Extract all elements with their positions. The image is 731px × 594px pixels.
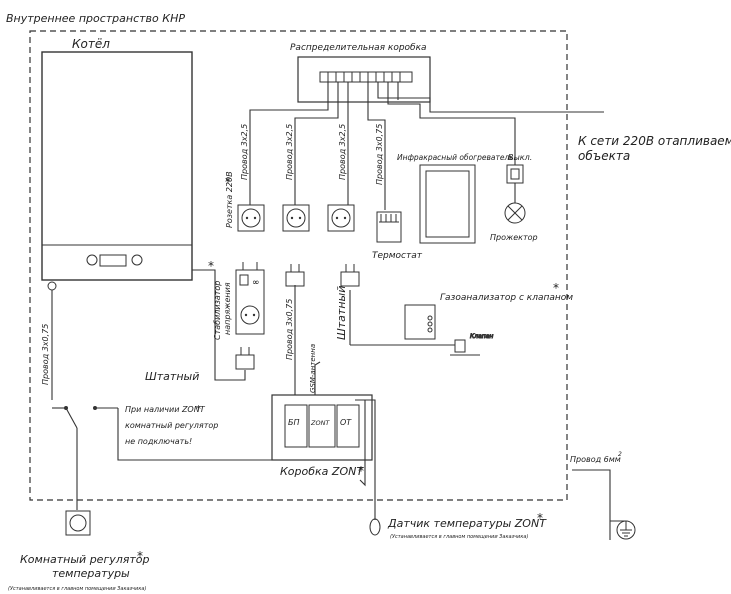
socket-3 [327,204,355,232]
zont-zont: ZONT [310,419,330,427]
note-line3: не подключать! [125,437,192,446]
room-regulator-asterisk: * [137,549,143,563]
stabilizer-label-1: Стабилизатор [213,281,222,340]
switch: Выкл. [506,153,532,184]
junction-box: Распределительная коробка [290,43,431,103]
standard-label-2: Штатный [335,286,348,340]
valve: Клапан [415,333,494,356]
note-line1: При наличии ZONT [125,405,206,414]
note-line2: комнатный регулятор [125,421,218,430]
standard-label-1: Штатный [145,370,199,383]
gsm-antenna-label: GSM-антенна [309,344,317,393]
room-regulator-line2: температуры [52,567,130,580]
thermostat: Термостат [372,211,423,261]
temperature-sensor: Датчик температуры ZONT * (Устанавливает… [369,511,547,540]
mains-label-line1: К сети 220В отапливаемого [578,134,731,148]
temp-sensor-sub: (Устанавливается в главном помещении Зак… [390,534,528,540]
zont-ot: ОТ [340,418,352,427]
socket-220-asterisk: * [225,175,231,189]
stabilizer-label-2: напряжения [223,282,232,335]
spotlight-label: Прожектор [490,233,538,242]
temp-sensor-asterisk: * [537,511,543,525]
wire-label-3: Провод 3х2,5 [338,124,347,180]
zont-box: БП ZONT ОТ Коробка ZONT * [271,394,373,478]
ir-heater: Инфракрасный обогреватель [397,153,514,244]
boiler-label: Котёл [72,37,110,51]
ground-wire-label: Провод 6мм [570,455,621,464]
plugs [235,264,360,370]
mains-label-line2: объекта [578,149,630,163]
room-regulator-line1: Комнатный регулятор [20,553,150,566]
boiler: Котёл [41,37,193,281]
wire-label-6: Провод 3х0,75 [41,324,50,385]
socket-220-label: Розетка 220В [225,171,234,228]
room-regulator: Комнатный регулятор * температуры (Устан… [8,510,150,592]
room-regulator-sub: (Устанавливается в главном помещении Зак… [8,586,146,592]
zont-bp: БП [288,418,300,427]
svg-text:∞: ∞ [252,278,260,288]
wire-label-1: Провод 3х2,5 [240,124,249,180]
valve-label: Клапан [470,333,493,340]
thermostat-label: Термостат [372,251,423,261]
voltage-stabilizer: ∞ [235,262,265,335]
building-boundary [29,30,568,501]
spotlight: Прожектор [490,202,538,242]
gas-analyzer-label: Газоанализатор с клапаном [440,293,573,303]
junction-box-label: Распределительная коробка [290,43,427,53]
wire-label-4: Провод 3х0,75 [375,124,384,185]
gas-asterisk: * [553,281,559,295]
ground: Провод 6мм 2 [570,451,636,540]
note-asterisk: * [196,404,201,415]
wiring [51,82,611,540]
ir-heater-label: Инфракрасный обогреватель [397,153,514,162]
temp-sensor-label: Датчик температуры ZONT [387,517,547,530]
socket-2 [282,204,310,232]
socket-1 [237,204,265,232]
wire-label-2: Провод 3х2,5 [285,124,294,180]
stabilizer-asterisk: * [208,259,214,273]
zont-box-asterisk: * [358,464,364,478]
gas-analyzer: Газоанализатор с клапаном [404,293,573,340]
switch-label: Выкл. [508,153,532,162]
ground-wire-sup: 2 [618,451,622,458]
zont-box-label: Коробка ZONT [280,465,364,478]
wire-label-5: Провод 3х0,75 [285,299,294,360]
page-title: Внутреннее пространство КНР [6,12,185,25]
